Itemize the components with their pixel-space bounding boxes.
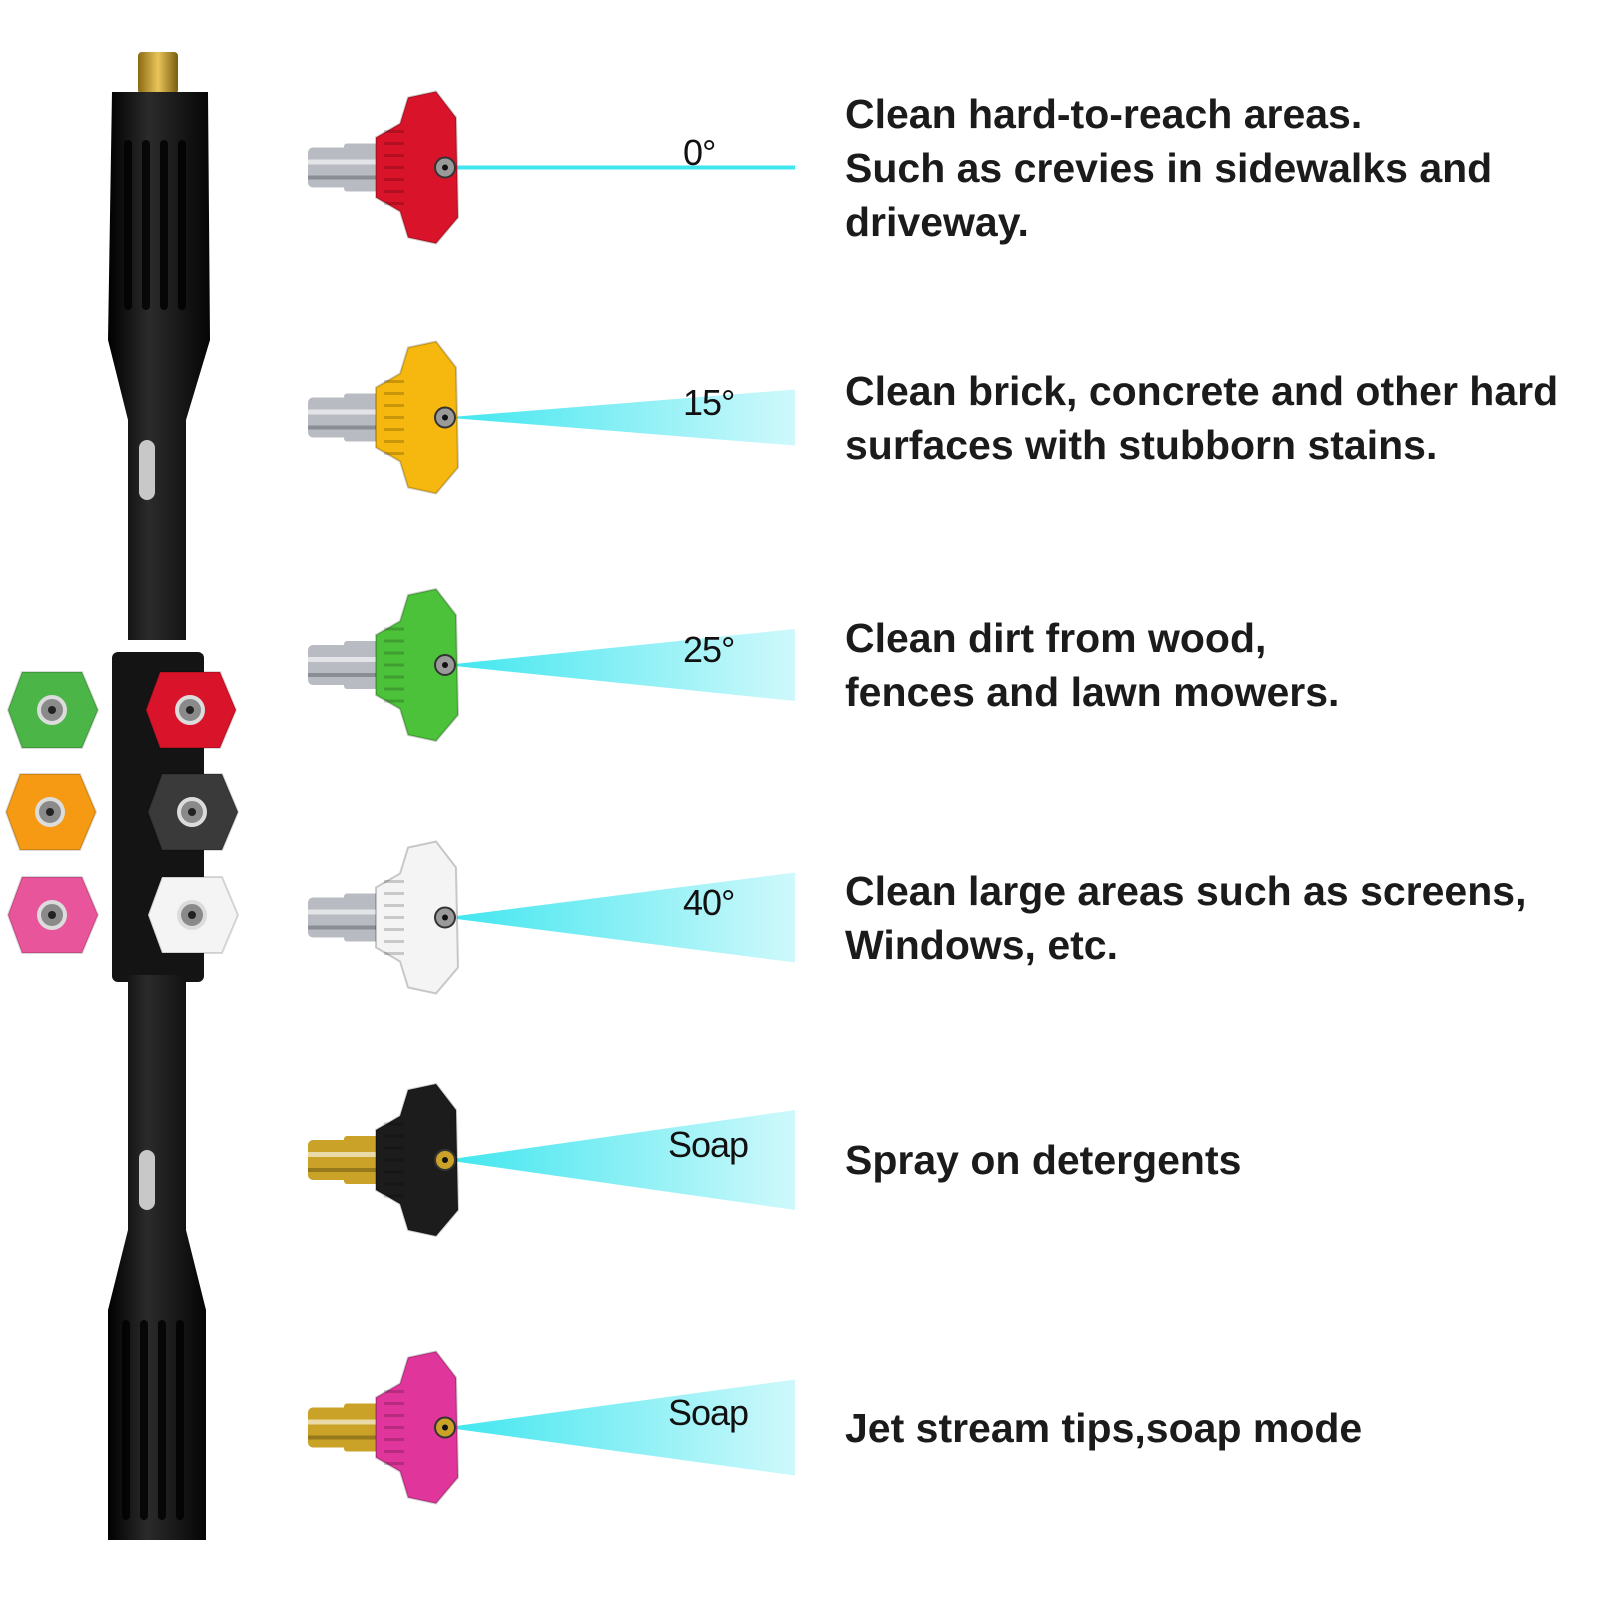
wand-upper-grip (108, 92, 210, 640)
brass-stem (308, 1136, 378, 1184)
nozzle-illustration (308, 840, 795, 995)
spray-angle-label: Soap (668, 1124, 749, 1165)
holder-tip (4, 773, 98, 851)
spray-cone (445, 629, 795, 701)
nozzle-illustration (308, 1082, 795, 1238)
spray-angle-label: 25° (683, 629, 735, 670)
nozzle-tip (375, 587, 460, 743)
nozzle-illustration (308, 1350, 795, 1505)
nozzle-tip (375, 90, 460, 245)
nozzle-description: Spray on detergents (845, 1137, 1242, 1183)
steel-stem (308, 393, 378, 442)
spray-cone (445, 389, 795, 446)
nozzle-illustration (308, 90, 795, 245)
brass-stem (308, 1403, 378, 1452)
steel-stem (308, 893, 378, 942)
spray-cone (445, 1110, 795, 1210)
holder-tip (6, 876, 100, 954)
nozzle-row: Soap Spray on detergents (300, 1045, 1600, 1238)
nozzle-description: Clean brick, concrete and other hard sur… (845, 367, 1559, 468)
holder-tip (144, 671, 238, 749)
nozzle-tip (375, 340, 460, 495)
nozzle-description: Clean hard-to-reach areas. Such as crevi… (845, 90, 1493, 245)
nozzle-row: Soap Jet stream tips,soap mode (300, 1315, 1600, 1505)
spray-cone (445, 1379, 795, 1476)
spray-angle-label: 15° (683, 381, 735, 423)
nozzle-row: 15° Clean brick, concrete and other hard … (300, 300, 1600, 495)
spray-angle-label: Soap (668, 1391, 749, 1433)
holder-tip (146, 773, 240, 851)
nozzle-description: Jet stream tips,soap mode (845, 1404, 1363, 1451)
wand-brass-fitting (138, 52, 178, 94)
nozzle-tip (375, 840, 460, 995)
holder-tip (6, 671, 100, 749)
nozzle-description: Clean dirt from wood, fences and lawn mo… (845, 615, 1340, 715)
pressure-washer-wand (4, 52, 240, 1540)
nozzle-tip (375, 1350, 460, 1505)
nozzle-row: 0° Clean hard-to-reach areas. Such as cre… (300, 60, 1600, 245)
steel-stem (308, 143, 378, 192)
spray-cone (445, 872, 795, 963)
nozzle-row: 40° Clean large areas such as screens, Wi… (300, 800, 1600, 995)
steel-stem (308, 641, 378, 689)
holder-tip (146, 876, 240, 954)
nozzle-illustration (308, 340, 795, 495)
spray-angle-label: 40° (683, 881, 735, 923)
nozzle-illustration (308, 587, 795, 743)
nozzle-tip (375, 1082, 460, 1238)
nozzle-description: Clean large areas such as screens, Windo… (845, 867, 1527, 968)
nozzle-row: 25° Clean dirt from wood, fences and lawn… (300, 550, 1600, 743)
spray-angle-label: 0° (683, 131, 716, 173)
